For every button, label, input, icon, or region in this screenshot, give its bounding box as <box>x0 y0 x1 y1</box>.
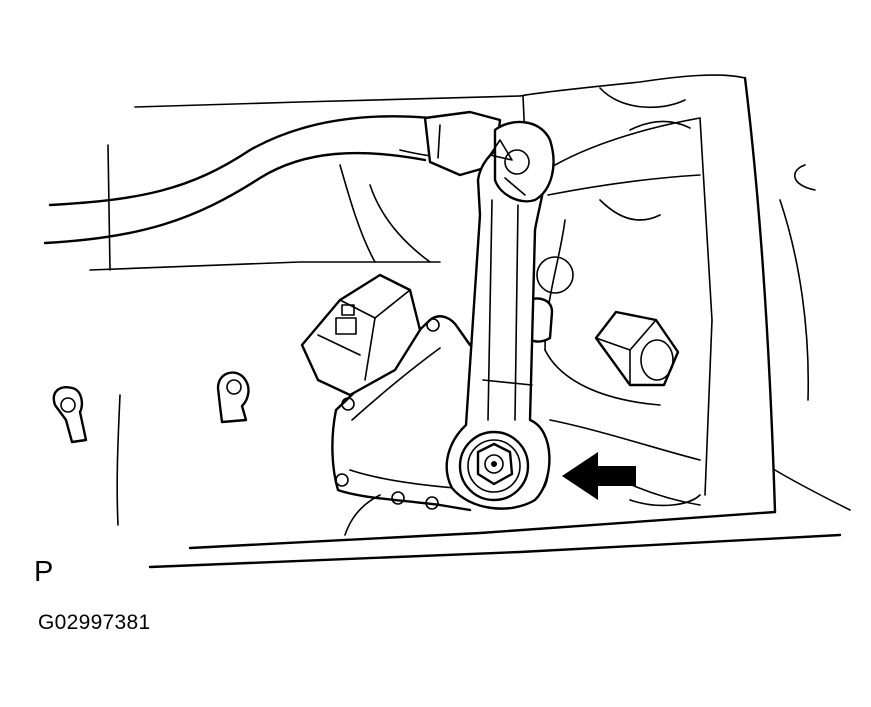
transmission-housing <box>89 74 851 569</box>
control-lever <box>445 120 555 510</box>
switch-connector <box>300 273 422 397</box>
mounting-tab-left <box>52 386 88 444</box>
indicator-arrow <box>562 452 636 500</box>
lever-nut <box>458 430 530 502</box>
control-cable <box>43 110 502 245</box>
bolt-head <box>594 310 680 387</box>
figure-code: G02997381 <box>38 611 151 634</box>
mounting-tab-center <box>216 371 250 424</box>
position-label: P <box>34 556 54 588</box>
